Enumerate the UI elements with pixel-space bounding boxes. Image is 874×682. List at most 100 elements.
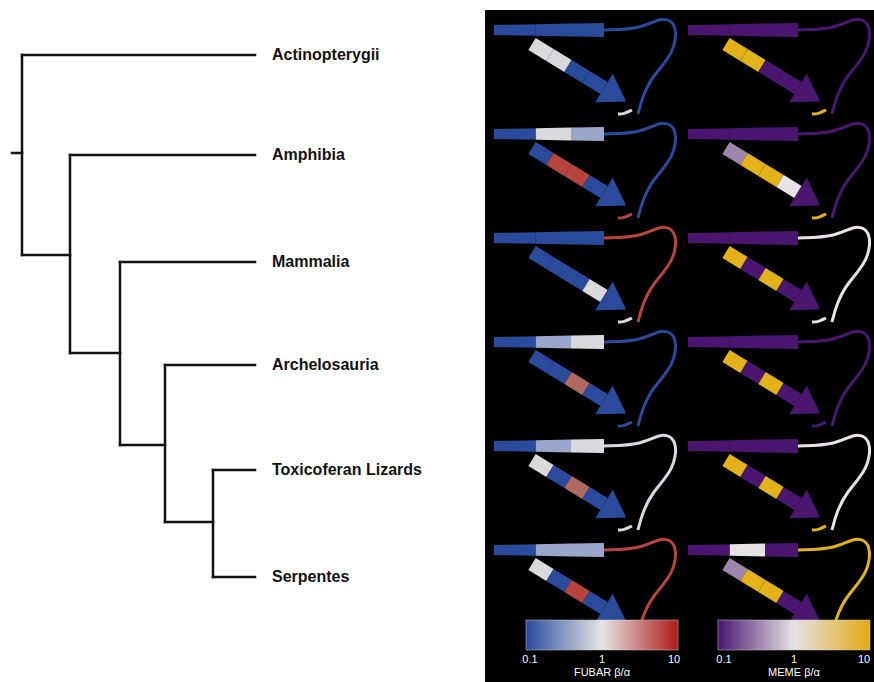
beta-strand <box>765 127 798 141</box>
beta-strand <box>571 231 604 245</box>
strand-arrowhead <box>595 490 626 519</box>
coil <box>812 526 826 530</box>
beta-strand <box>571 23 604 37</box>
scale-tick: 1 <box>791 654 797 665</box>
phylogeny-tree <box>12 55 255 577</box>
beta-strand <box>571 127 604 141</box>
beta-strand <box>494 544 536 556</box>
tree-branch <box>70 352 120 355</box>
beta-strand <box>536 232 571 245</box>
tree-branch <box>119 262 122 445</box>
strand-arrowhead <box>789 74 820 103</box>
tree-branch <box>22 54 255 57</box>
strand-arrowhead <box>789 594 820 623</box>
scale-tick: 10 <box>858 654 870 665</box>
coil <box>812 214 826 218</box>
fubar-structure <box>494 227 676 322</box>
taxon-label: Archelosauria <box>272 357 379 373</box>
meme-structure <box>688 123 870 218</box>
beta-strand <box>688 440 730 452</box>
tree-branch <box>120 444 165 447</box>
tree-branch <box>21 55 24 255</box>
beta-strand <box>536 544 571 557</box>
beta-strand <box>688 128 730 140</box>
fubar-structure <box>494 19 676 114</box>
taxon-label: Toxicoferan Lizards <box>272 462 422 478</box>
beta-strand <box>494 24 536 36</box>
scale-tick: 10 <box>668 654 680 665</box>
color-scale <box>718 620 870 650</box>
taxon-label: Amphibia <box>272 147 345 163</box>
tree-branch <box>213 576 255 579</box>
scale-tick: 1 <box>599 654 605 665</box>
beta-strand <box>730 544 765 557</box>
tree-branch <box>69 155 72 353</box>
coil <box>812 110 826 114</box>
structure-row <box>494 19 870 114</box>
coil <box>812 422 826 426</box>
beta-strand <box>730 336 765 349</box>
meme-structure <box>688 331 870 426</box>
beta-strand <box>494 128 536 140</box>
tree-branch <box>70 154 255 157</box>
structure-panel <box>485 10 874 682</box>
beta-strand <box>730 128 765 141</box>
taxon-label: Serpentes <box>272 569 349 585</box>
coil <box>618 318 632 322</box>
structure-row <box>494 331 870 426</box>
beta-strand <box>688 336 730 348</box>
beta-strand <box>765 231 798 245</box>
beta-strand <box>536 440 571 453</box>
strand-arrowhead <box>789 282 820 311</box>
tree-branch <box>165 521 213 524</box>
scale-tick: 0.1 <box>716 654 731 665</box>
coil <box>812 318 826 322</box>
beta-strand <box>536 128 571 141</box>
beta-strand <box>765 23 798 37</box>
beta-strand <box>571 439 604 453</box>
beta-strand <box>730 440 765 453</box>
coil <box>618 526 632 530</box>
tree-branch <box>12 152 22 155</box>
scale-tick: 0.1 <box>522 654 537 665</box>
strand-arrowhead <box>595 282 626 311</box>
tree-branch <box>120 261 255 264</box>
taxon-label: Actinopterygii <box>272 47 380 63</box>
tree-branch <box>213 469 255 472</box>
coil <box>618 110 632 114</box>
scale-title: MEME β/α <box>768 667 820 678</box>
fubar-structure <box>494 435 676 530</box>
strand-arrowhead <box>595 594 626 623</box>
tree-branch <box>22 254 70 257</box>
structure-row <box>494 435 870 530</box>
fubar-structure <box>494 331 676 426</box>
beta-strand <box>688 544 730 556</box>
beta-strand <box>765 439 798 453</box>
taxon-label: Mammalia <box>272 254 349 270</box>
structure-row <box>494 227 870 322</box>
fubar-structure <box>494 123 676 218</box>
strand-arrowhead <box>789 490 820 519</box>
strand-arrowhead <box>595 386 626 415</box>
strand-arrowhead <box>789 178 820 207</box>
beta-strand <box>536 336 571 349</box>
beta-strand <box>765 335 798 349</box>
beta-strand <box>688 232 730 244</box>
strand-arrowhead <box>789 386 820 415</box>
strand-arrowhead <box>595 74 626 103</box>
tree-branch <box>164 365 167 522</box>
tree-branch <box>165 364 255 367</box>
beta-strand <box>494 232 536 244</box>
beta-strand <box>730 24 765 37</box>
beta-strand <box>494 336 536 348</box>
meme-structure <box>688 227 870 322</box>
beta-strand <box>536 24 571 37</box>
beta-strand <box>494 440 536 452</box>
meme-structure <box>688 435 870 530</box>
scale-title: FUBAR β/α <box>574 667 630 678</box>
strand-arrowhead <box>595 178 626 207</box>
beta-strand <box>730 232 765 245</box>
beta-strand <box>571 335 604 349</box>
